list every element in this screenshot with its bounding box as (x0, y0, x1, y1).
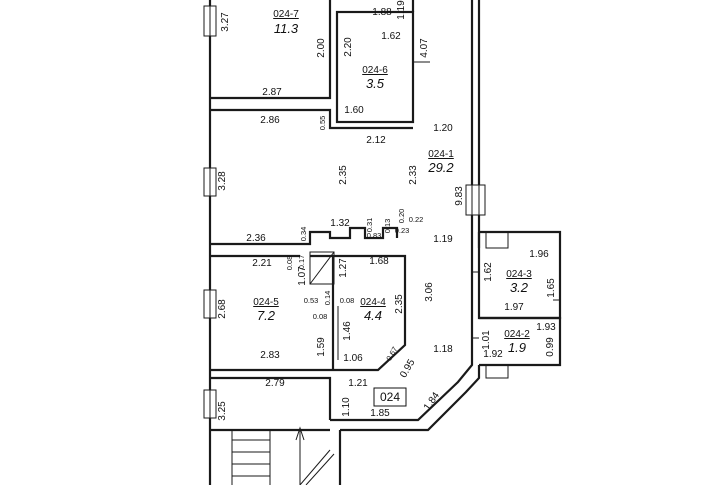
dim-label: 0.20 (397, 209, 406, 224)
dim-label: 0.08 (313, 312, 328, 321)
dim-label: 1.27 (338, 258, 349, 278)
room-id-024-5: 024-5 (253, 297, 279, 308)
dim-label: 2.79 (265, 378, 285, 389)
room-id-024-7: 024-7 (273, 9, 299, 20)
dim-label: 0.95 (398, 357, 417, 380)
room-area-024-7: 11.3 (274, 21, 299, 36)
dim-label: 3.28 (217, 171, 228, 191)
dim-label: 2.36 (246, 233, 266, 244)
dim-label: 1.07 (297, 266, 308, 286)
room-area-024-2: 1.9 (508, 340, 526, 355)
room-area-024-1: 29.2 (427, 160, 454, 175)
dim-label: 1.06 (343, 353, 363, 364)
room-labels: 024-7 11.3 024-6 3.5 024-1 29.2 024-5 7.… (253, 9, 532, 355)
dim-label: 1.19 (433, 234, 453, 245)
dim-label: 2.35 (338, 165, 349, 185)
dim-label: 0.31 (365, 218, 374, 233)
dim-label: 2.87 (262, 87, 282, 98)
dim-label: 9.83 (454, 186, 465, 206)
dim-label: 2.21 (252, 258, 272, 269)
dim-label: 1.84 (422, 390, 442, 413)
walls (208, 0, 562, 485)
dim-label: 1.65 (546, 278, 557, 298)
dim-label: 1.10 (341, 397, 352, 417)
dim-label: 0.17 (297, 255, 306, 270)
dim-label: 1.62 (381, 31, 401, 42)
dimension-labels: 3.27 1.88 1.19 1.62 2.20 2.00 4.07 2.87 … (217, 0, 557, 421)
dim-label: 4.07 (419, 38, 430, 58)
room-area-024-5: 7.2 (257, 308, 276, 323)
dim-label: 0.13 (383, 219, 392, 234)
room-id-024-6: 024-6 (362, 65, 388, 76)
room-area-024-6: 3.5 (366, 76, 385, 91)
dim-label: 1.62 (483, 262, 494, 282)
room-id-024-1: 024-1 (428, 149, 454, 160)
dim-label: 0.83 (367, 231, 382, 240)
room-id-024-3: 024-3 (506, 269, 532, 280)
dim-label: 1.01 (481, 330, 492, 350)
dim-label: 3.25 (217, 401, 228, 421)
windows (203, 5, 486, 419)
dim-label: 0.23 (395, 226, 410, 235)
dim-label: 1.97 (504, 302, 524, 313)
dim-label: 1.18 (433, 344, 453, 355)
dim-label: 2.83 (260, 350, 280, 361)
dim-label: 1.92 (483, 349, 503, 360)
dim-label: 0.55 (318, 116, 327, 131)
dim-label: 2.00 (316, 38, 327, 58)
dim-label: 1.46 (342, 321, 353, 341)
apartment-tag: 024 (380, 390, 400, 404)
dim-label: 1.96 (529, 249, 549, 260)
dim-label: 0.14 (323, 291, 332, 306)
dim-label: 0.08 (340, 296, 355, 305)
dim-label: 1.32 (330, 218, 350, 229)
dim-label: 1.59 (316, 337, 327, 357)
dim-label: 2.20 (343, 37, 354, 57)
dim-label: 1.60 (344, 105, 364, 116)
room-id-024-2: 024-2 (504, 329, 530, 340)
dim-label: 2.12 (366, 135, 386, 146)
dim-label: 0.99 (545, 337, 556, 357)
room-area-024-3: 3.2 (510, 280, 529, 295)
dim-label: 0.22 (409, 215, 424, 224)
dim-label: 1.93 (536, 322, 556, 333)
dim-label: 1.19 (396, 0, 407, 20)
dim-label: 2.68 (217, 299, 228, 319)
dim-label: 1.68 (369, 256, 389, 267)
apartment-tag-box (373, 387, 407, 407)
room-id-024-4: 024-4 (360, 297, 386, 308)
dim-label: 0.08 (285, 256, 294, 271)
dim-label: 0.53 (304, 296, 319, 305)
dim-label: 1.88 (372, 7, 392, 18)
dim-label: 1.85 (370, 408, 390, 419)
dim-label: 3.06 (424, 282, 435, 302)
dim-label: 2.33 (408, 165, 419, 185)
dim-label: 1.21 (348, 378, 368, 389)
dim-label: 3.27 (220, 12, 231, 32)
room-area-024-4: 4.4 (364, 308, 382, 323)
staircase (231, 426, 335, 485)
dim-label: 2.35 (394, 294, 405, 314)
dim-label: 2.86 (260, 115, 280, 126)
dim-label: 1.20 (433, 123, 453, 134)
dim-label: 0.34 (299, 227, 308, 242)
